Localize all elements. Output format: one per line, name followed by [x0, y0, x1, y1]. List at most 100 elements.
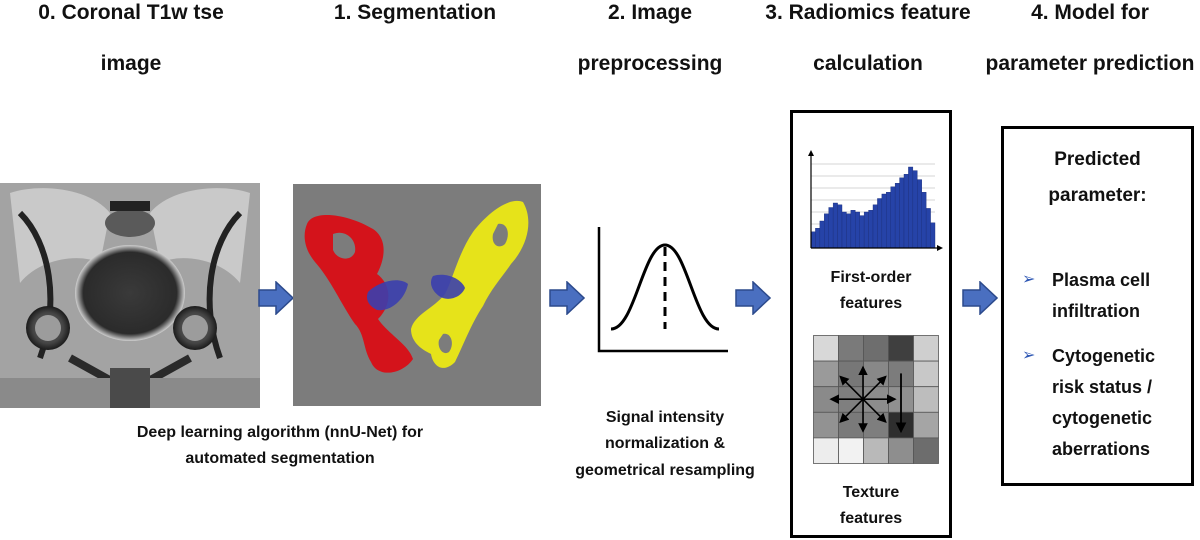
histogram-bar — [908, 166, 914, 249]
texture-label-line1: Texture — [842, 484, 900, 501]
prediction-item-2-line3: cytogenetic — [1052, 408, 1153, 428]
preprocessing-caption-line2: normalization & — [604, 435, 725, 453]
texture-cell — [913, 437, 939, 464]
prediction-item-1-line1: Plasma cell — [1052, 270, 1151, 290]
histogram-bar — [855, 211, 860, 249]
radiomics-features-box: First-order features Texture features — [790, 110, 952, 538]
glcm-direction-arrow — [839, 375, 864, 400]
texture-cell — [863, 411, 889, 439]
histogram-bar — [841, 211, 847, 249]
histogram-bar — [810, 231, 816, 249]
histogram-bar — [894, 183, 900, 249]
texture-cell — [863, 360, 889, 388]
gaussian-curve-plot — [597, 227, 728, 353]
step4-title-line2: parameter prediction — [985, 52, 1195, 76]
histogram-bar — [837, 204, 843, 249]
segmentation-caption-line1: Deep learning algorithm (nnU-Net) for — [136, 424, 424, 441]
step0-title: 0. Coronal T1w tse image — [0, 0, 262, 76]
first-order-label: First-order features — [793, 265, 949, 318]
predicted-parameter-title: Predicted parameter: — [1004, 145, 1191, 212]
step3-title-line1: 3. Radiomics feature — [765, 1, 971, 24]
histogram-bar — [877, 198, 883, 249]
histogram-y-arrowhead — [808, 150, 814, 156]
flow-arrow-4 — [962, 281, 998, 315]
texture-cell — [888, 335, 914, 362]
glcm-direction-arrow — [862, 398, 887, 423]
prediction-item-2-line4: aberrations — [1052, 439, 1151, 459]
step2-title: 2. Image preprocessing — [560, 0, 740, 76]
texture-cell — [813, 411, 839, 439]
prediction-item-1-line2: infiltration — [1052, 301, 1140, 321]
first-order-histogram — [808, 150, 943, 251]
predicted-title-line1: Predicted — [1054, 149, 1141, 170]
histogram-bar — [930, 222, 936, 249]
step3-title: 3. Radiomics feature calculation — [758, 0, 978, 76]
step3-title-line2: calculation — [813, 52, 923, 76]
step1-title-line1: 1. Segmentation — [333, 1, 497, 24]
histogram-bar — [859, 215, 865, 249]
texture-cell — [888, 437, 914, 464]
texture-cell — [838, 411, 864, 439]
step2-title-line1: 2. Image — [607, 1, 693, 24]
histogram-bar — [850, 210, 856, 249]
step0-title-line2: image — [100, 52, 162, 76]
prediction-item-2: ➢ Cytogenetic risk status / cytogenetic … — [1022, 341, 1155, 465]
step4-title-line1: 4. Model for — [1031, 1, 1149, 24]
texture-cell — [813, 335, 839, 362]
histogram-bar — [863, 211, 869, 249]
histogram-bar — [868, 210, 874, 249]
prediction-item-1: ➢ Plasma cell infiltration — [1022, 265, 1150, 327]
first-order-label-line1: First-order — [830, 269, 912, 286]
histogram-bar — [824, 213, 829, 249]
flow-arrow-3 — [735, 281, 771, 315]
histogram-bar — [903, 174, 909, 249]
step2-title-line2: preprocessing — [577, 52, 723, 76]
texture-label-line2: features — [839, 510, 903, 528]
segmentation-caption: Deep learning algorithm (nnU-Net) for au… — [100, 420, 460, 473]
histogram-bar — [925, 208, 931, 249]
preprocessing-caption: Signal intensity normalization & geometr… — [555, 405, 775, 484]
histogram-bar — [819, 220, 825, 249]
histogram-bar — [886, 192, 891, 249]
texture-cell — [838, 437, 864, 464]
histogram-x-arrowhead — [937, 245, 943, 251]
segmentation-render — [293, 184, 541, 406]
predicted-title-line2: parameter: — [1048, 185, 1147, 207]
step1-title: 1. Segmentation — [300, 0, 530, 25]
texture-cell — [913, 335, 939, 362]
texture-cell — [863, 437, 889, 464]
histogram-bar — [881, 193, 887, 249]
histogram-bar — [921, 192, 927, 249]
step4-title: 4. Model for parameter prediction — [980, 0, 1200, 76]
preprocessing-caption-line1: Signal intensity — [605, 409, 725, 426]
histogram-bar — [815, 227, 821, 249]
histogram-bar — [890, 186, 896, 249]
texture-cell — [863, 335, 889, 362]
texture-grid — [813, 335, 939, 464]
histogram-bar — [917, 179, 922, 249]
prediction-model-box: Predicted parameter: ➢ Plasma cell infil… — [1001, 126, 1194, 486]
texture-cell — [913, 386, 939, 413]
segmentation-caption-line2: automated segmentation — [185, 450, 375, 468]
flow-arrow-2 — [549, 281, 585, 315]
texture-cell — [838, 335, 864, 362]
glcm-direction-arrow — [862, 375, 887, 400]
bullet-arrow-icon: ➢ — [1022, 347, 1036, 364]
first-order-label-line2: features — [839, 295, 903, 313]
texture-cell — [913, 360, 939, 388]
flow-arrow-1 — [258, 281, 294, 315]
texture-cell — [813, 360, 839, 388]
histogram-bar — [828, 207, 834, 249]
texture-label: Texture features — [793, 480, 949, 533]
histogram-bar — [846, 213, 852, 249]
texture-cell — [838, 360, 864, 388]
prediction-item-2-line1: Cytogenetic — [1052, 346, 1156, 366]
preprocessing-caption-line3: geometrical resampling — [575, 461, 755, 479]
histogram-bar — [832, 202, 838, 249]
bullet-arrow-icon: ➢ — [1022, 271, 1036, 288]
texture-cell — [913, 411, 939, 439]
histogram-bar — [899, 177, 905, 249]
mri-coronal-image — [0, 183, 260, 408]
histogram-bar — [872, 204, 878, 249]
texture-cell — [813, 437, 839, 464]
